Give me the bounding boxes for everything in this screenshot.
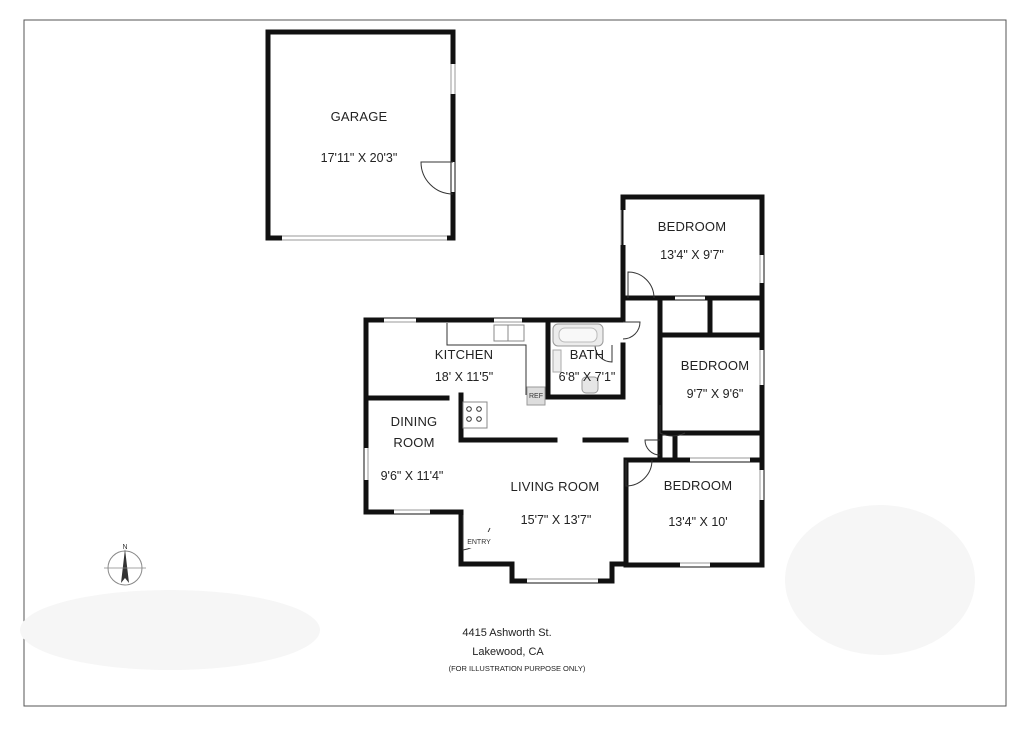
compass-north-label: N [122, 544, 127, 551]
bedroom-top-dimensions: 13'4" X 9'7" [660, 248, 724, 262]
kitchen-dimensions: 18' X 11'5" [435, 370, 493, 384]
bedroom-bottom-label: BEDROOM [664, 478, 733, 493]
refrigerator [526, 386, 546, 406]
bedroom-top-label: BEDROOM [658, 219, 727, 234]
bath-sink [552, 349, 562, 373]
garage-dimensions: 17'11" X 20'3" [321, 151, 398, 165]
dining-dimensions: 9'6" X 11'4" [381, 469, 444, 483]
bath-fixtures [552, 323, 604, 394]
kitchen-label: KITCHEN [435, 347, 493, 362]
refrigerator-label: REF [529, 393, 543, 400]
toilet [581, 376, 599, 394]
bedroom-bottom-dimensions: 13'4" X 10' [668, 515, 727, 529]
illustration-disclaimer: (FOR ILLUSTRATION PURPOSE ONLY) [449, 664, 586, 673]
address-street: 4415 Ashworth St. [462, 627, 551, 639]
living-room-dimensions: 15'7" X 13'7" [521, 513, 592, 527]
address-city: Lakewood, CA [472, 646, 544, 658]
bath-label: BATH [570, 347, 605, 362]
living-room-label: LIVING ROOM [511, 479, 600, 494]
kitchen-counters [446, 323, 546, 429]
bedroom-mid-door [659, 405, 686, 437]
bedroom-mid-dimensions: 9'7" X 9'6" [687, 387, 744, 401]
bedroom-top-door [627, 271, 655, 299]
background-shape [20, 590, 320, 670]
bath-dimensions: 6'8" X 7'1" [559, 370, 616, 384]
entry-label: ENTRY [467, 539, 491, 546]
windows [364, 210, 764, 583]
dining-label-line1: DINING [391, 414, 438, 429]
stove [462, 401, 488, 429]
bedroom-bottom-door [625, 459, 653, 487]
garage-label: GARAGE [331, 109, 388, 124]
compass-icon [104, 549, 146, 586]
background-shape [785, 505, 975, 655]
dining-label-line2: ROOM [393, 435, 434, 450]
garage-room [265, 29, 456, 241]
bedroom-mid-label: BEDROOM [681, 358, 750, 373]
kitchen-sink [493, 324, 525, 342]
garage-side-door [420, 161, 454, 195]
bath-door [622, 321, 641, 340]
